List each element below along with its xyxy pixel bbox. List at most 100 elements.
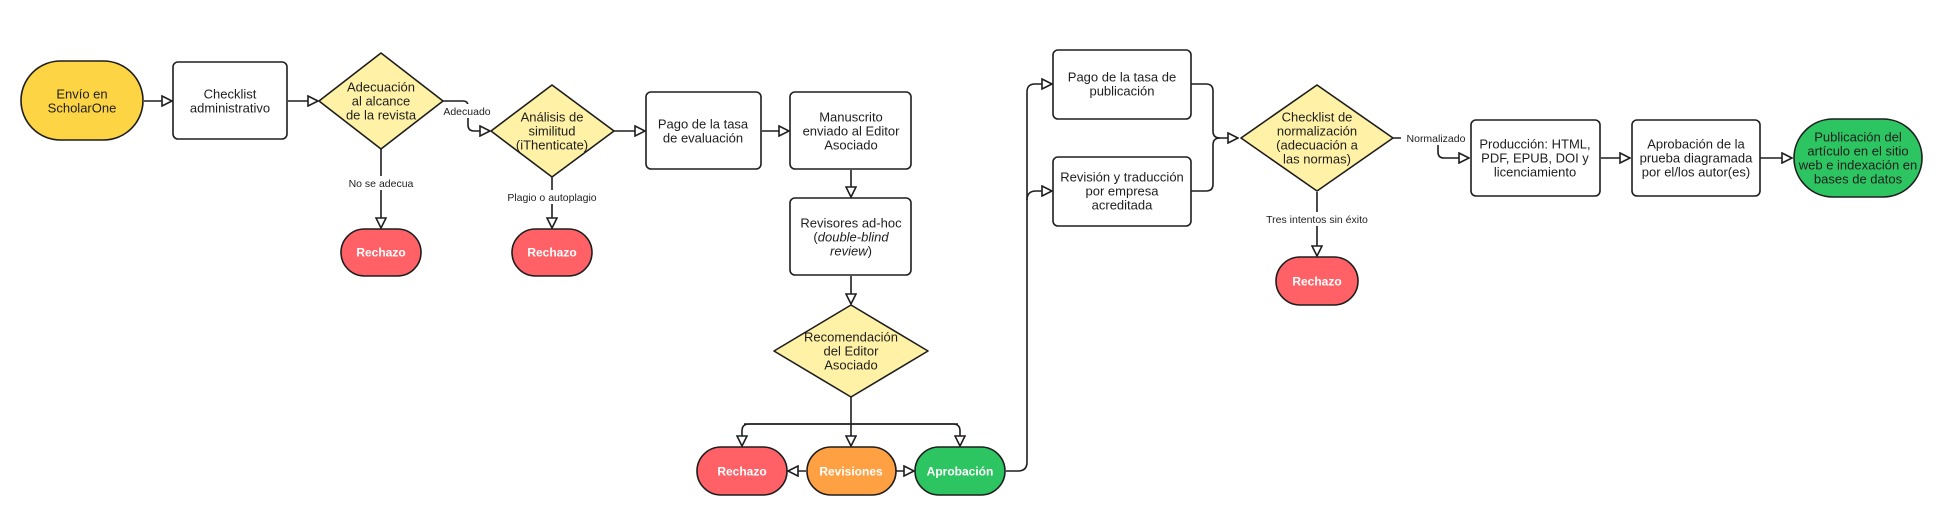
edge-pago-publicacion-normalizacion [1191, 83, 1238, 138]
node-label-line: Rechazo [1292, 275, 1341, 289]
node-rechazo-1: Rechazo [340, 228, 422, 277]
node-label-line: (double-blind [813, 230, 889, 245]
node-label-line: Recomendación [804, 330, 898, 345]
node-label-line: administrativo [190, 101, 270, 116]
svg-text:Revisiones: Revisiones [819, 465, 883, 479]
node-label-line: normalización [1277, 124, 1357, 139]
node-label-line: las normas) [1283, 152, 1351, 167]
node-label-line: Pago de la tasa de [1068, 70, 1176, 85]
node-label-line: Publicación del [1814, 130, 1902, 145]
svg-text:Rechazo: Rechazo [1292, 275, 1341, 289]
svg-text:Aprobación: Aprobación [927, 465, 994, 479]
node-label-line: (iThenticate) [516, 138, 588, 153]
label-tres-intentos: Tres intentos sin éxito [1266, 214, 1368, 226]
svg-text:Producción: HTML,PDF, EPUB, DO: Producción: HTML,PDF, EPUB, DOI ylicenci… [1479, 137, 1590, 180]
node-label-line: artículo en el sitio [1807, 144, 1908, 159]
node-label-line: PDF, EPUB, DOI y [1481, 151, 1589, 166]
node-label-line: Rechazo [717, 465, 766, 479]
node-label-line: Checklist [204, 87, 257, 102]
node-label-line: Checklist de [1282, 110, 1353, 125]
node-label-line: Asociado [824, 358, 877, 373]
node-label-line: licenciamiento [1494, 165, 1576, 180]
node-aprobacion: Aprobación [914, 446, 1006, 496]
node-label-line: Rechazo [356, 246, 405, 260]
node-label-line: Análisis de [521, 110, 584, 125]
node-label-line: ScholarOne [48, 101, 117, 116]
node-label-line: prueba diagramada [1640, 151, 1754, 166]
node-revisiones: Revisiones [806, 446, 897, 496]
edge-aprobacion-pago-publicacion [1006, 84, 1052, 472]
node-label-line: del Editor [824, 344, 880, 359]
edge-to-rechazo [742, 423, 851, 446]
connectors [144, 84, 1792, 471]
node-label-line: (adecuación a [1276, 138, 1358, 153]
edge-aprobacion-traduccion [1026, 191, 1052, 201]
node-label-line: Revisiones [819, 465, 883, 479]
node-label-line: Envío en [56, 87, 107, 102]
node-label-line: por empresa [1086, 184, 1160, 199]
node-label-line: Revisión y traducción [1060, 170, 1184, 185]
node-label-line: Adecuación [347, 80, 415, 95]
node-label-line: enviado al Editor [803, 124, 901, 139]
node-label-line: acreditada [1092, 198, 1153, 213]
node-label-line: review) [830, 244, 872, 259]
node-rechazo-2: Rechazo [511, 228, 593, 277]
node-label-line: similitud [529, 124, 576, 139]
node-label-line: de evaluación [663, 131, 743, 146]
node-label-line: al alcance [352, 94, 411, 109]
node-label-line: Aprobación [927, 465, 994, 479]
node-label-line: Revisores ad-hoc [800, 216, 902, 231]
svg-text:Rechazo: Rechazo [717, 465, 766, 479]
node-label-line: Manuscrito [819, 110, 883, 125]
label-plagio: Plagio o autoplagio [507, 192, 596, 204]
node-rechazo-3: Rechazo [696, 446, 788, 496]
edge-traduccion-normalizacion [1191, 137, 1221, 192]
label-no-se-adecua: No se adecua [349, 178, 414, 190]
svg-text:Rechazo: Rechazo [356, 246, 405, 260]
node-label-line: Pago de la tasa [658, 117, 749, 132]
edge-recomendacion-branches [744, 396, 958, 425]
node-rechazo-4: Rechazo [1275, 256, 1359, 306]
svg-text:Rechazo: Rechazo [527, 246, 576, 260]
node-label-line: de la revista [346, 108, 417, 123]
edge-to-aprobacion [851, 423, 960, 446]
label-normalizado: Normalizado [1407, 133, 1466, 145]
node-label-line: Aprobación de la [1647, 137, 1745, 152]
node-label-line: por el/los autor(es) [1642, 165, 1750, 180]
node-label-line: Producción: HTML, [1479, 137, 1590, 152]
node-label-line: Rechazo [527, 246, 576, 260]
node-label-line: web e indexación en [1798, 158, 1918, 173]
edge-labels: Adecuado No se adecua Plagio o autoplagi… [345, 104, 1471, 226]
label-adecuado: Adecuado [443, 106, 490, 118]
node-label-line: bases de datos [1814, 172, 1903, 187]
